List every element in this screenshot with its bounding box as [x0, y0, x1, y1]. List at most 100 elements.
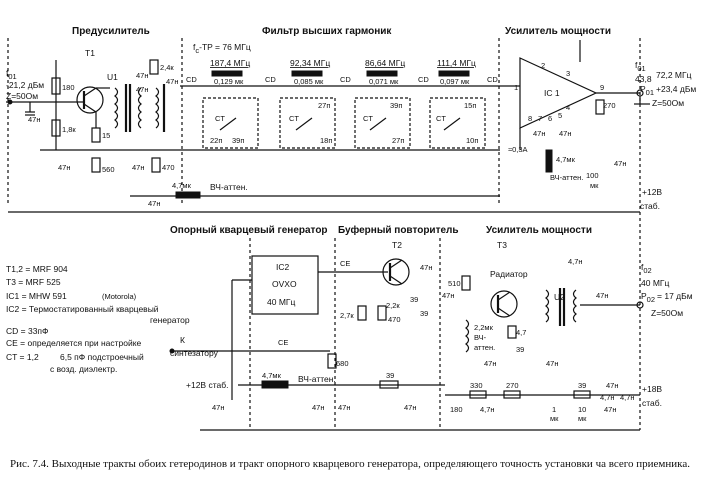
svg-text:CT: CT [436, 114, 446, 123]
svg-text:39: 39 [578, 381, 586, 390]
top-output-freq: 72,2 МГц [656, 70, 692, 80]
svg-text:47н: 47н [546, 359, 558, 368]
svg-text:510: 510 [448, 279, 461, 288]
bottom-power-rails: +12В стаб. 4,7мк ВЧ-аттен. 39 47н 47н 47… [186, 371, 662, 431]
hpf-stage-1: 187,4 МГц 0,129 мк CT 22п 39п [202, 58, 259, 149]
section-title-preamp: Предусилитель [72, 26, 150, 37]
svg-text:10: 10 [578, 405, 586, 414]
stage-3-l: 0,071 мк [369, 77, 399, 86]
stage-1-l: 0,129 мк [214, 77, 244, 86]
svg-text:330: 330 [470, 381, 483, 390]
section-title-pa-top: Усилитель мощности [505, 26, 611, 37]
top-stab: стаб. [640, 201, 660, 211]
hpf-stage-3: 86,64 МГц 0,071 мк CT 39п 27п [354, 58, 411, 149]
svg-text:43,8: 43,8 [635, 74, 652, 84]
svg-text:мк: мк [578, 414, 587, 423]
svg-text:47н: 47н [132, 163, 144, 172]
bottom-output-z: Z=50Ом [651, 308, 683, 318]
svg-text:CD: CD [487, 75, 498, 84]
stage-3-freq: 86,64 МГц [365, 58, 405, 68]
r180 [51, 77, 61, 95]
section-separators [7, 38, 641, 430]
svg-text:4: 4 [566, 103, 570, 112]
top-input: f01 -21,2 дБм Z=50Ом [6, 68, 56, 105]
svg-text:4,7н: 4,7н [600, 393, 615, 402]
svg-text:47н: 47н [28, 115, 40, 124]
stage-2-freq: 92,34 МГц [290, 58, 330, 68]
svg-text:270: 270 [506, 381, 519, 390]
svg-text:180: 180 [450, 405, 463, 414]
svg-text:1: 1 [552, 405, 556, 414]
cd-capacitors: CD CD CD CD CD [186, 75, 498, 84]
svg-text:27п: 27п [392, 136, 404, 145]
ic2-name: IC2 [276, 262, 290, 272]
svg-text:ВЧ-аттен.: ВЧ-аттен. [550, 173, 583, 182]
svg-text:синтезатору: синтезатору [170, 348, 219, 358]
ic2-oscillator: IC2 OVXO 40 МГц CE [231, 255, 388, 400]
svg-text:39п: 39п [232, 136, 244, 145]
svg-text:2,4к: 2,4к [160, 63, 174, 72]
svg-text:ВЧ-: ВЧ- [474, 333, 487, 342]
section-title-ref-osc: Опорный кварцевый генератор [170, 225, 328, 236]
svg-text:1,8к: 1,8к [62, 125, 76, 134]
svg-text:с возд. диэлектр.: с возд. диэлектр. [50, 364, 117, 374]
svg-text:470: 470 [388, 315, 401, 324]
svg-text:мк: мк [550, 414, 559, 423]
svg-text:T3 = MRF 525: T3 = MRF 525 [6, 277, 61, 287]
svg-text:≈0,3А: ≈0,3А [508, 145, 528, 154]
svg-text:7: 7 [538, 114, 542, 123]
svg-text:CT: CT [363, 114, 373, 123]
section-title-buffer: Буферный повторитель [338, 224, 459, 236]
svg-text:47н: 47н [338, 403, 350, 412]
svg-text:CT: CT [215, 114, 225, 123]
svg-text:270: 270 [603, 101, 616, 110]
svg-text:6,5 пФ подстроечный: 6,5 пФ подстроечный [60, 352, 144, 362]
t1-label: T1 [85, 48, 95, 58]
svg-text:47н: 47н [533, 129, 545, 138]
top-input-level: -21,2 дБм [6, 80, 44, 90]
stage-4-l: 0,097 мк [440, 77, 470, 86]
svg-text:39: 39 [410, 295, 418, 304]
hpf-stage-2: 92,34 МГц 0,085 мк CT 27п 18п [279, 58, 336, 149]
svg-text:4,7мк: 4,7мк [556, 155, 576, 164]
svg-text:IC2 = Термостатированный кварц: IC2 = Термостатированный кварцевый [6, 304, 159, 314]
svg-text:47н: 47н [136, 85, 148, 94]
svg-text:CE: CE [340, 259, 350, 268]
bottom-output-freq: 40 МГц [641, 278, 669, 288]
svg-text:10п: 10п [466, 136, 478, 145]
svg-text:22п: 22п [210, 136, 222, 145]
svg-text:47н: 47н [420, 263, 432, 272]
top-output-z: Z=50Ом [652, 98, 684, 108]
svg-text:CT = 1,2: CT = 1,2 [6, 352, 39, 362]
svg-text:1: 1 [514, 83, 518, 92]
svg-text:3: 3 [566, 69, 570, 78]
svg-text:15п: 15п [464, 101, 476, 110]
stage-4-freq: 111,4 МГц [437, 58, 476, 68]
ic1-amplifier: IC 1 1 2 3 4 5 6 7 8 9 270 47н 47н ≈0,3А… [508, 40, 662, 211]
svg-text:4,7мк: 4,7мк [262, 371, 282, 380]
svg-text:4,7мк: 4,7мк [172, 181, 192, 190]
svg-text:P01+23,4 дБм: P01+23,4 дБм [640, 84, 696, 97]
svg-text:15: 15 [102, 131, 110, 140]
svg-text:6: 6 [548, 114, 552, 123]
svg-text:47н: 47н [484, 359, 496, 368]
svg-text:27п: 27п [318, 101, 330, 110]
svg-text:4,7н: 4,7н [568, 257, 583, 266]
t2-label: T2 [392, 240, 402, 250]
svg-text:CD = 33пФ: CD = 33пФ [6, 326, 48, 336]
pa-bottom-stage: T3 Радиатор 510 47н 2,2мк ВЧ- аттен. 4,7… [442, 240, 640, 368]
svg-text:генератор: генератор [150, 315, 190, 325]
ic2-freq: 40 МГц [267, 297, 295, 307]
top-plus12: +12В [642, 187, 662, 197]
svg-text:4,7н: 4,7н [480, 405, 495, 414]
svg-text:мк: мк [590, 181, 599, 190]
svg-text:T1,2 = MRF 904: T1,2 = MRF 904 [6, 264, 68, 274]
svg-text:47н: 47н [212, 403, 224, 412]
top-input-z: Z=50Ом [6, 91, 38, 101]
svg-text:CE = определяется при настройк: CE = определяется при настройке [6, 338, 142, 348]
svg-text:5: 5 [558, 111, 562, 120]
hpf-filter: fc-TP = 76 МГц CD CD CD CD CD 187,4 МГц … [180, 42, 520, 151]
svg-text:39: 39 [386, 371, 394, 380]
svg-text:ВЧ-аттен.: ВЧ-аттен. [298, 374, 336, 384]
